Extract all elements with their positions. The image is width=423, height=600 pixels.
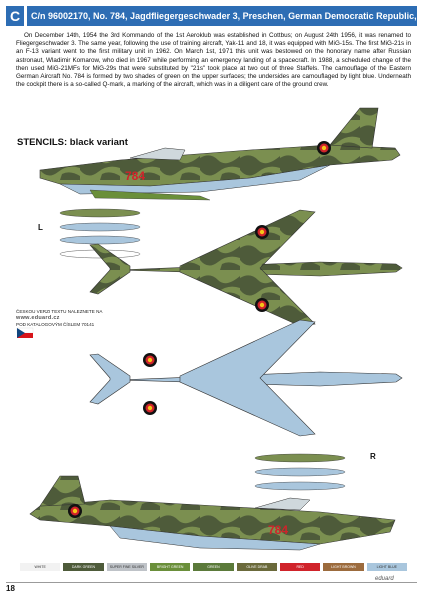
external-stores-right — [254, 453, 346, 491]
swatch-green: GREEN — [193, 563, 234, 571]
swatch-white: WHITE — [20, 563, 61, 571]
swatch-bright-green: BRIGHT GREEN — [150, 563, 191, 571]
czech-note-2: POD KATALOGOVÝM ČÍSLEM 70141 — [16, 322, 95, 327]
swatch-dark-green: DARK GREEN — [63, 563, 104, 571]
side-profile-bottom: 784 — [29, 475, 396, 551]
page-header: C C/n 96002170, No. 784, Jagdfliegergesc… — [6, 6, 417, 28]
label-left: L — [38, 223, 43, 232]
page-number: 18 — [6, 584, 15, 593]
external-stores-left — [59, 208, 141, 259]
side-profile-top: 784 — [39, 107, 401, 201]
aircraft-number-side-2: 784 — [268, 523, 288, 537]
label-right: R — [370, 452, 376, 461]
aircraft-number-side: 784 — [125, 169, 145, 183]
czech-flag-icon — [16, 327, 34, 338]
swatch-light-blue: LIGHT BLUE — [366, 563, 407, 571]
czech-note: ČESKOU VERZI TEXTU NALEZNETE NA — [16, 309, 103, 314]
swatch-light-brown: LIGHT BROWN — [323, 563, 364, 571]
czech-url[interactable]: www.eduard.cz — [16, 315, 60, 321]
profile-badge: C — [6, 6, 24, 26]
bottom-view — [89, 319, 403, 437]
profile-title: C/n 96002170, No. 784, Jagdfliegergeschw… — [27, 6, 417, 26]
footer-line — [6, 582, 417, 583]
swatch-olive-drab: OLIVE DRAB — [236, 563, 277, 571]
intro-paragraph: On December 14th, 1954 the 3rd Kommando … — [16, 32, 411, 89]
stencils-title: STENCILS: black variant — [17, 137, 128, 148]
top-view — [89, 209, 403, 327]
brand-logo: eduard — [375, 576, 394, 582]
swatch-super-fine-silver: SUPER FINE SILVER — [106, 563, 147, 571]
swatch-red: RED — [280, 563, 321, 571]
